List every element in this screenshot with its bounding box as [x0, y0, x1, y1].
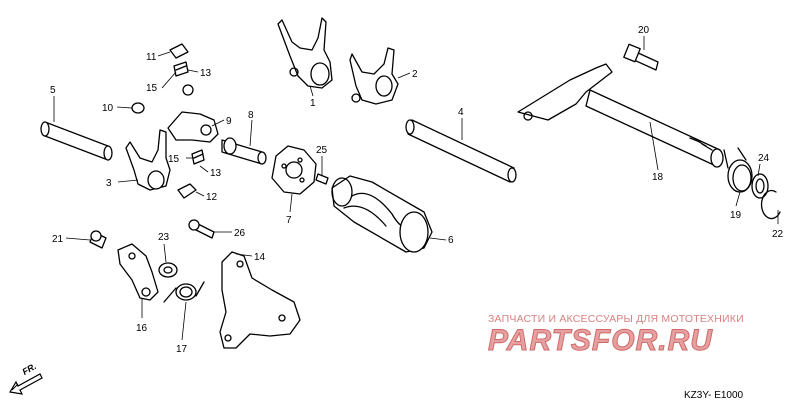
callout-25: 25	[316, 145, 328, 156]
callout-21: 21	[52, 234, 64, 245]
part-9-stopper-arm	[167, 84, 219, 143]
callout-24: 24	[758, 153, 770, 164]
watermark-tagline: ЗАПЧАСТИ И АКСЕССУАРЫ ДЛЯ МОТОТЕХНИКИ	[488, 313, 744, 325]
callout-5: 5	[50, 85, 56, 96]
part-15-spring-lower	[191, 149, 205, 165]
part-14-guide-plate	[219, 251, 301, 349]
watermark-logo: PARTSFOR.RU	[488, 324, 713, 358]
part-6-shift-drum	[331, 175, 433, 253]
callout-19: 19	[730, 210, 742, 221]
callout-1: 1	[310, 98, 316, 109]
part-3-shift-fork	[125, 129, 171, 191]
part-4-shaft	[405, 119, 517, 183]
part-23-washer	[158, 262, 178, 278]
part-21-bolt	[89, 230, 107, 249]
callout-10: 10	[102, 103, 114, 114]
part-17-spring	[163, 281, 205, 303]
callout-15-upper: 15	[146, 83, 158, 94]
callout-18: 18	[652, 172, 664, 183]
callout-20: 20	[638, 25, 650, 36]
part-26-bolt	[188, 219, 215, 239]
leader-lines	[53, 36, 779, 341]
diagram-code: KZ3Y- E1000	[684, 390, 744, 401]
callout-9: 9	[226, 116, 232, 127]
part-24-washer	[751, 173, 769, 199]
part-1-shift-fork	[277, 17, 333, 89]
part-11-cap	[169, 43, 189, 59]
callout-13-upper: 13	[200, 68, 212, 79]
callout-4: 4	[458, 107, 464, 118]
part-10-nut	[131, 102, 145, 114]
callout-6: 6	[448, 235, 454, 246]
part-7-drum-center	[271, 145, 317, 195]
callout-3: 3	[106, 178, 112, 189]
part-19-spring	[723, 147, 753, 193]
part-12-collar	[177, 183, 197, 199]
part-25-pin	[315, 173, 329, 185]
callout-labels: 1 2 3 4 5 6 7 8 9 10 11 12 13 13 14 15 1…	[50, 25, 784, 355]
callout-11: 11	[146, 52, 157, 63]
callout-16: 16	[136, 323, 148, 334]
part-16-arm-plate	[117, 243, 159, 301]
part-8-pin	[221, 137, 267, 165]
part-22-clip	[760, 189, 781, 220]
part-2-shift-fork	[349, 47, 399, 105]
part-5-shaft	[40, 121, 113, 161]
callout-8: 8	[248, 110, 254, 121]
callout-7: 7	[286, 215, 292, 226]
part-15-spring-upper	[173, 61, 189, 77]
callout-2: 2	[412, 69, 418, 80]
part-20-bolt	[623, 43, 659, 71]
callout-12: 12	[206, 192, 218, 203]
callout-22: 22	[772, 229, 784, 240]
callout-26: 26	[234, 228, 246, 239]
callout-17: 17	[176, 344, 188, 355]
fr-arrow-icon	[9, 373, 43, 395]
part-18-gearshift-spindle	[517, 63, 724, 168]
callout-15-lower: 15	[168, 154, 180, 165]
callout-23: 23	[158, 232, 170, 243]
callout-14: 14	[254, 252, 266, 263]
callout-13-lower: 13	[210, 168, 222, 179]
